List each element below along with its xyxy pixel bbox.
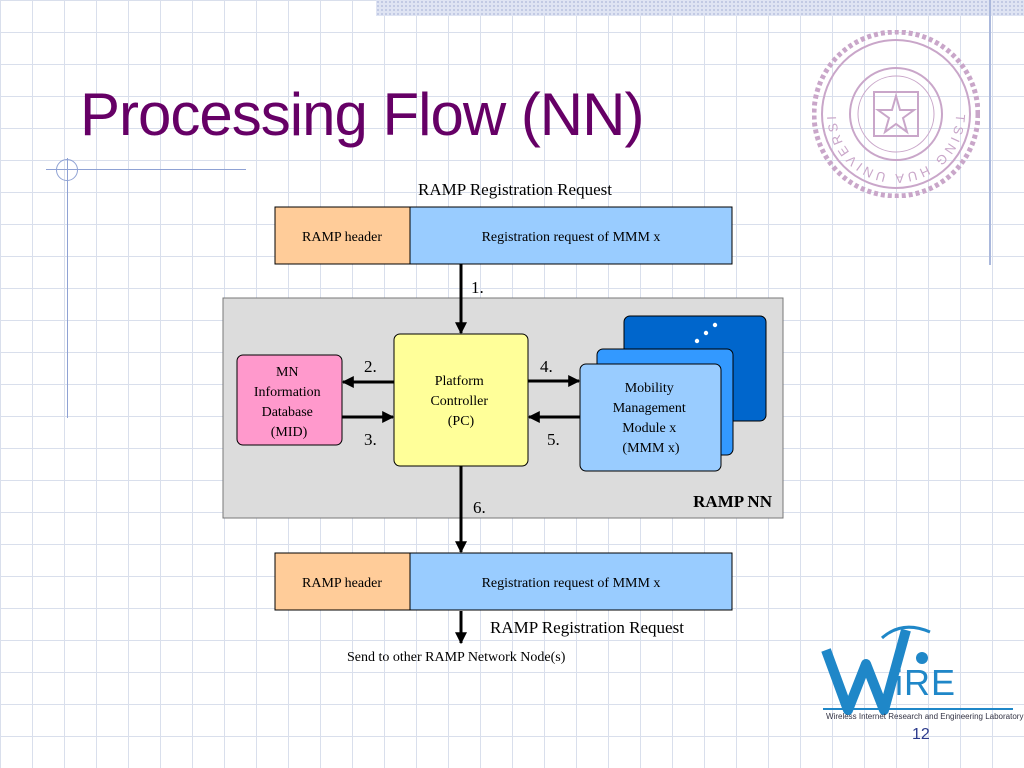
- bottom-packet: RAMP header Registration request of MMM …: [274, 552, 733, 611]
- mid-box-label: MN Information Database (MID): [254, 365, 324, 440]
- step-2-label: 2.: [364, 357, 377, 376]
- step-4-label: 4.: [540, 357, 553, 376]
- bottom-packet-payload: Registration request of MMM x: [482, 576, 661, 591]
- ramp-nn-label: RAMP NN: [693, 492, 773, 511]
- ellipsis-dot: [694, 338, 700, 344]
- university-seal-icon: TSING HUA UNIVERSITY: [812, 30, 980, 198]
- ellipsis-dot: [712, 322, 718, 328]
- top-decor-band: [376, 0, 1024, 16]
- page-number: 12: [912, 726, 930, 743]
- step-3-label: 3.: [364, 430, 377, 449]
- decor-circle: [56, 159, 78, 181]
- pc-box-label: Platform Controller (PC): [430, 374, 491, 429]
- logo-subtitle: Wireless Internet Research and Engineeri…: [826, 712, 1024, 721]
- right-decor-line: [989, 0, 991, 265]
- send-caption: Send to other RAMP Network Node(s): [347, 650, 566, 665]
- title-underline: [46, 169, 246, 170]
- top-packet: RAMP header Registration request of MMM …: [274, 206, 733, 265]
- wire-logo-icon: [821, 625, 1013, 715]
- bottom-caption: RAMP Registration Request: [490, 618, 684, 637]
- slide-title: Processing Flow (NN): [80, 81, 644, 148]
- mid-box: [236, 354, 343, 446]
- step-1-label: 1.: [471, 278, 484, 297]
- mmm-box-label: Mobility Management Module x (MMM x): [613, 381, 690, 456]
- step-5-label: 5.: [547, 430, 560, 449]
- step-6-label: 6.: [473, 498, 486, 517]
- left-decor-line: [67, 158, 68, 418]
- top-packet-payload: Registration request of MMM x: [482, 230, 661, 245]
- bottom-packet-header: RAMP header: [302, 576, 382, 591]
- top-packet-header: RAMP header: [302, 230, 382, 245]
- logo-wordmark: iRE: [895, 662, 957, 703]
- ellipsis-dot: [703, 330, 709, 336]
- top-caption: RAMP Registration Request: [418, 180, 612, 199]
